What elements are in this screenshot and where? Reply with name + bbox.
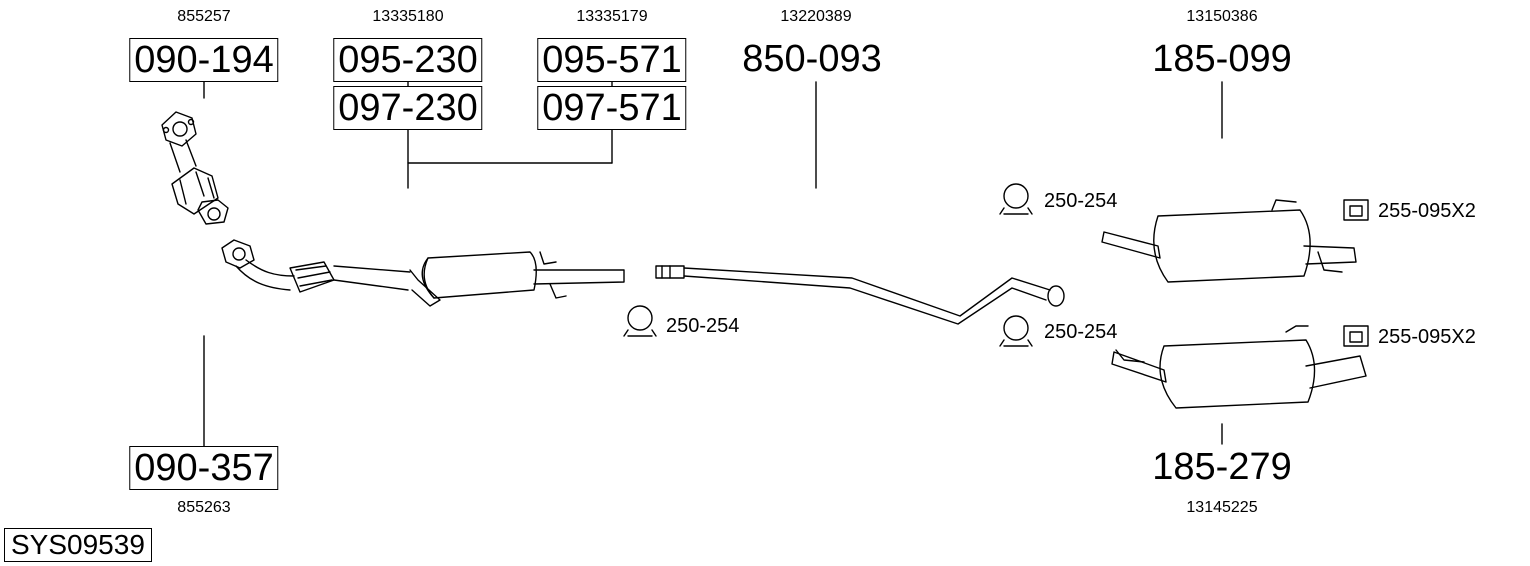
oem-number-middle-1: 13335180 — [372, 8, 444, 25]
accessory-label-clamp-rear-bottom[interactable]: 250-254 — [1044, 321, 1118, 343]
oem-number-center-pipe: 13220389 — [780, 8, 852, 25]
part-number-center-pipe[interactable]: 850-093 — [742, 38, 882, 80]
part-number-front-pipe-top[interactable]: 090-194 — [129, 38, 279, 82]
rubber-mount-icon-bottom — [1343, 325, 1369, 347]
oem-number-front-pipe-top: 855257 — [177, 8, 231, 25]
oem-number-middle-2: 13335179 — [576, 8, 648, 25]
part-number-front-pipe-bottom[interactable]: 090-357 — [129, 446, 279, 490]
leader-lines — [203, 79, 1223, 447]
oem-number-rear-top: 13150386 — [1186, 8, 1258, 25]
middle-silencer — [409, 251, 625, 307]
rear-silencer-bottom — [1111, 325, 1367, 409]
part-number-middle-2a[interactable]: 095-571 — [537, 38, 687, 82]
accessory-label-rubber-top[interactable]: 255-095X2 — [1378, 200, 1476, 222]
rubber-mount-icon-top — [1343, 199, 1369, 221]
system-number-label: SYS09539 — [4, 528, 152, 562]
front-pipe-catalyst — [161, 111, 411, 293]
clamp-icon-middle — [623, 305, 657, 337]
part-number-middle-2b[interactable]: 097-571 — [537, 86, 687, 130]
clamp-icon-rear-top — [999, 183, 1033, 215]
part-number-middle-1b[interactable]: 097-230 — [333, 86, 483, 130]
part-number-rear-bottom[interactable]: 185-279 — [1152, 446, 1292, 488]
part-number-rear-top[interactable]: 185-099 — [1152, 38, 1292, 80]
oem-number-front-pipe-bottom: 855263 — [177, 499, 231, 516]
part-number-middle-1a[interactable]: 095-230 — [333, 38, 483, 82]
oem-number-rear-bottom: 13145225 — [1186, 499, 1258, 516]
accessory-label-rubber-bottom[interactable]: 255-095X2 — [1378, 326, 1476, 348]
rear-silencer-top — [1101, 199, 1357, 283]
accessory-label-clamp-rear-top[interactable]: 250-254 — [1044, 190, 1118, 212]
center-pipe — [655, 265, 1065, 325]
accessory-label-clamp-middle[interactable]: 250-254 — [666, 315, 740, 337]
clamp-icon-rear-bottom — [999, 315, 1033, 347]
